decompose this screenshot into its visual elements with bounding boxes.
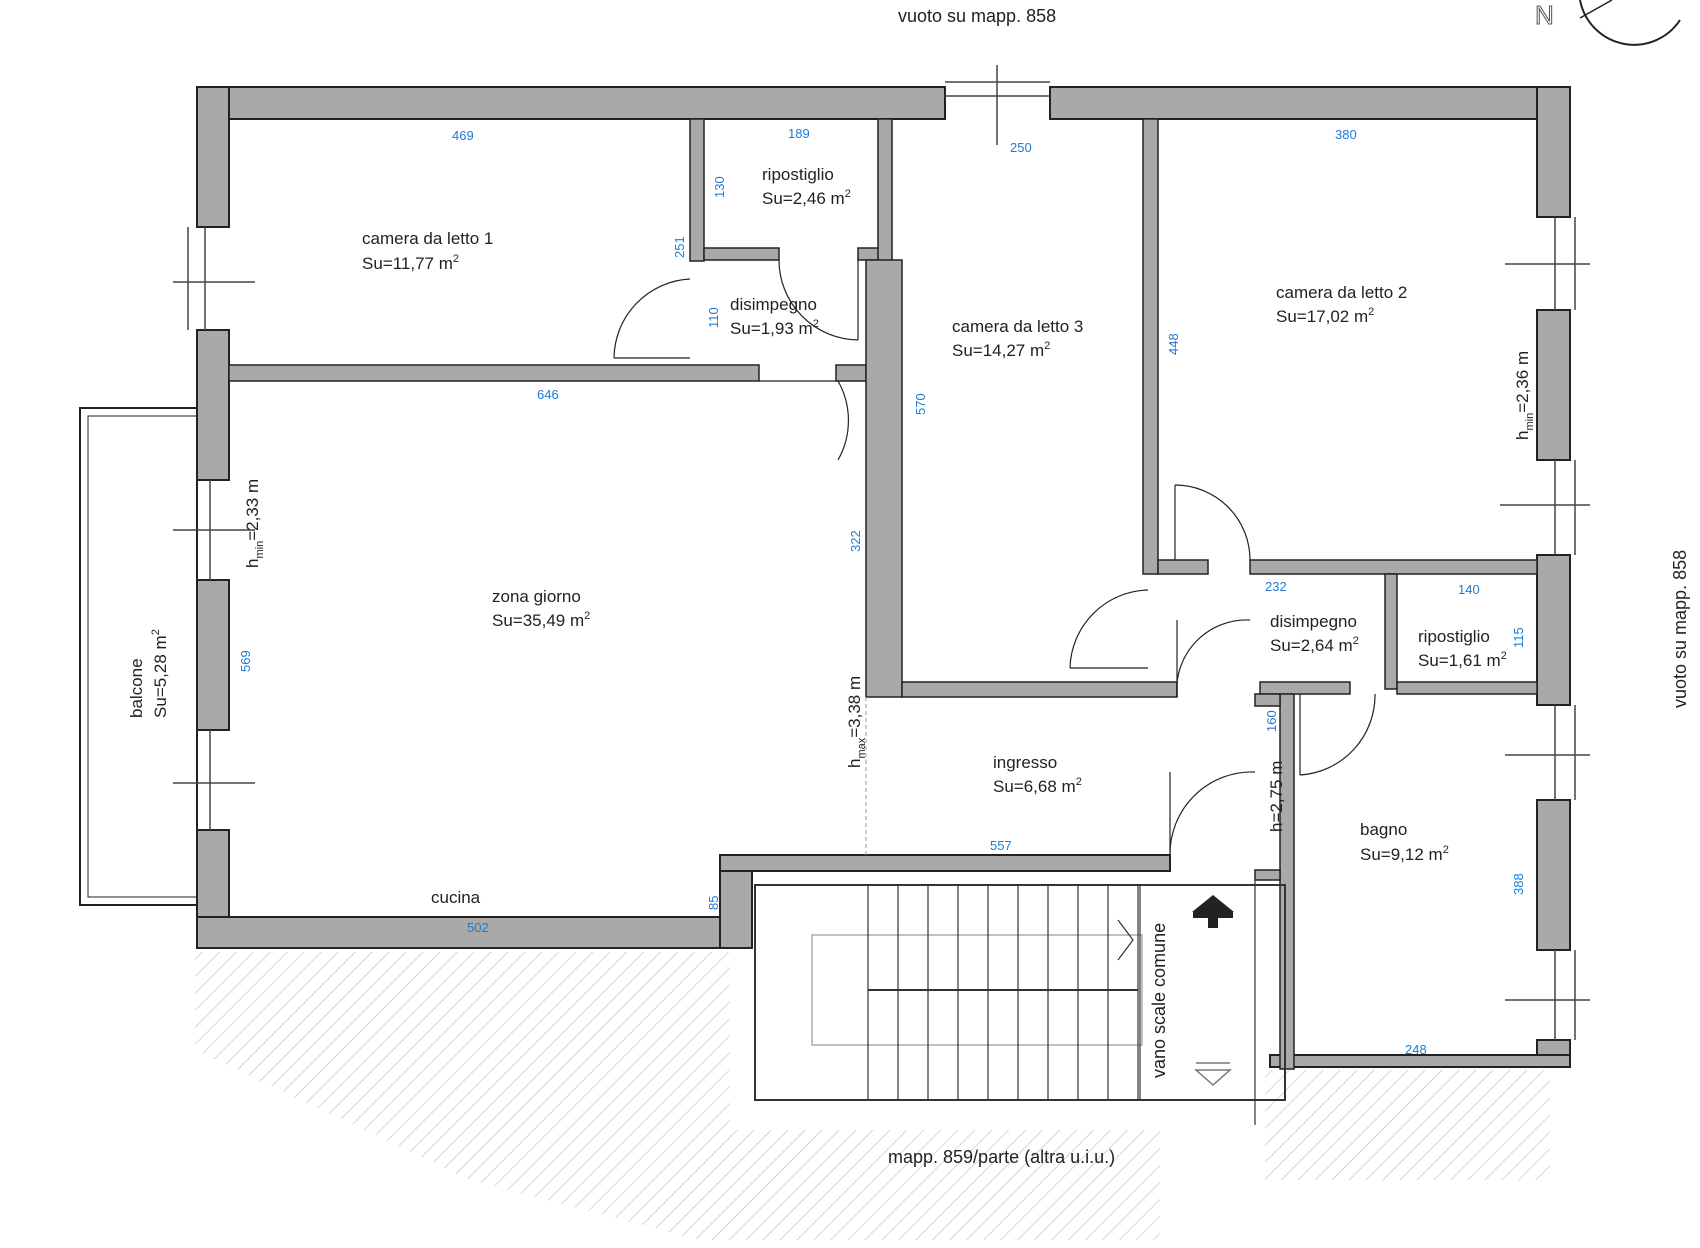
dim-label: 140 bbox=[1458, 582, 1480, 597]
dim-label: 189 bbox=[788, 126, 810, 141]
dim-label: 502 bbox=[467, 920, 489, 935]
room-area: Su=5,28 m2 bbox=[150, 629, 170, 718]
room-area: Su=2,46 m2 bbox=[762, 188, 851, 208]
room-name: ripostiglio bbox=[762, 165, 834, 184]
room-cucina: cucina bbox=[431, 888, 481, 907]
room-area: Su=2,64 m2 bbox=[1270, 635, 1359, 655]
dim-label: 448 bbox=[1166, 333, 1181, 355]
dim-label: 322 bbox=[848, 530, 863, 552]
room-area: Su=17,02 m2 bbox=[1276, 306, 1374, 326]
room-area: Su=1,93 m2 bbox=[730, 318, 819, 338]
hatched-ground-right bbox=[1265, 1070, 1550, 1180]
room-area: Su=11,77 m2 bbox=[362, 253, 459, 273]
north-label: N bbox=[1535, 0, 1554, 30]
dim-label: 130 bbox=[712, 176, 727, 198]
room-name: bagno bbox=[1360, 820, 1407, 839]
room-disimpegno-1: disimpegno Su=1,93 m2 bbox=[730, 295, 819, 338]
note-bottom: mapp. 859/parte (altra u.i.u.) bbox=[888, 1147, 1115, 1167]
room-name: zona giorno bbox=[492, 587, 581, 606]
dim-label: 646 bbox=[537, 387, 559, 402]
dim-label: 569 bbox=[238, 650, 253, 672]
dim-label: 557 bbox=[990, 838, 1012, 853]
dim-label: 388 bbox=[1511, 873, 1526, 895]
hatched-ground-left bbox=[195, 952, 1160, 1240]
room-ingresso: ingresso Su=6,68 m2 bbox=[993, 753, 1082, 796]
room-area: Su=6,68 m2 bbox=[993, 776, 1082, 796]
room-zona-giorno: zona giorno Su=35,49 m2 bbox=[492, 587, 590, 630]
exterior-walls bbox=[196, 86, 1571, 1068]
interior-walls bbox=[228, 118, 1538, 1070]
room-disimpegno-2: disimpegno Su=2,64 m2 bbox=[1270, 612, 1359, 655]
stair-direction-arrows bbox=[1192, 895, 1234, 1087]
dim-label: 160 bbox=[1264, 710, 1279, 732]
room-bagno: bagno Su=9,12 m2 bbox=[1360, 820, 1449, 864]
room-area: Su=14,27 m2 bbox=[952, 340, 1050, 360]
dim-label: 232 bbox=[1265, 579, 1287, 594]
room-name: camera da letto 1 bbox=[362, 229, 493, 248]
dim-label: 570 bbox=[913, 393, 928, 415]
height-corridor: h=2,75 m bbox=[1267, 761, 1286, 832]
height-ingresso: hmax=3,38 m bbox=[845, 676, 868, 768]
room-camera2: camera da letto 2 Su=17,02 m2 bbox=[1276, 283, 1407, 326]
height-zona-giorno: hmin=2,33 m bbox=[243, 479, 266, 568]
room-balcone: balcone Su=5,28 m2 bbox=[127, 629, 170, 718]
room-name: disimpegno bbox=[730, 295, 817, 314]
dim-label: 110 bbox=[706, 307, 721, 328]
height-camera2: hmin=2,36 m bbox=[1513, 351, 1536, 440]
room-name: ripostiglio bbox=[1418, 627, 1490, 646]
room-area: Su=9,12 m2 bbox=[1360, 844, 1449, 864]
staircase bbox=[754, 880, 1286, 1125]
door-swings bbox=[613, 259, 1376, 856]
room-name: ingresso bbox=[993, 753, 1057, 772]
dim-label: 469 bbox=[452, 128, 474, 143]
dim-label: 115 bbox=[1511, 627, 1526, 648]
room-name: camera da letto 3 bbox=[952, 317, 1083, 336]
room-name: balcone bbox=[127, 658, 146, 718]
balcone-outline bbox=[79, 407, 198, 906]
room-area: Su=1,61 m2 bbox=[1418, 650, 1507, 670]
room-ripostiglio-2: ripostiglio Su=1,61 m2 bbox=[1418, 627, 1507, 670]
dim-label: 248 bbox=[1405, 1042, 1427, 1057]
dim-label: 380 bbox=[1335, 127, 1357, 142]
room-name: disimpegno bbox=[1270, 612, 1357, 631]
room-name: camera da letto 2 bbox=[1276, 283, 1407, 302]
north-arrow-icon bbox=[1579, 0, 1681, 46]
note-top: vuoto su mapp. 858 bbox=[898, 6, 1056, 26]
room-area: Su=35,49 m2 bbox=[492, 610, 590, 630]
room-camera1: camera da letto 1 Su=11,77 m2 bbox=[362, 229, 493, 273]
dim-label: 85 bbox=[706, 896, 721, 910]
room-ripostiglio-1: ripostiglio Su=2,46 m2 bbox=[762, 165, 851, 208]
room-camera3: camera da letto 3 Su=14,27 m2 bbox=[952, 317, 1083, 360]
windows bbox=[173, 65, 1590, 1040]
note-right: vuoto su mapp. 858 bbox=[1670, 550, 1690, 708]
dimension-labels: 469 189 250 380 646 232 140 557 502 248 … bbox=[238, 126, 1526, 1057]
dim-label: 250 bbox=[1010, 140, 1032, 155]
dim-label: 251 bbox=[672, 236, 687, 258]
stairs-label: vano scale comune bbox=[1149, 923, 1169, 1078]
